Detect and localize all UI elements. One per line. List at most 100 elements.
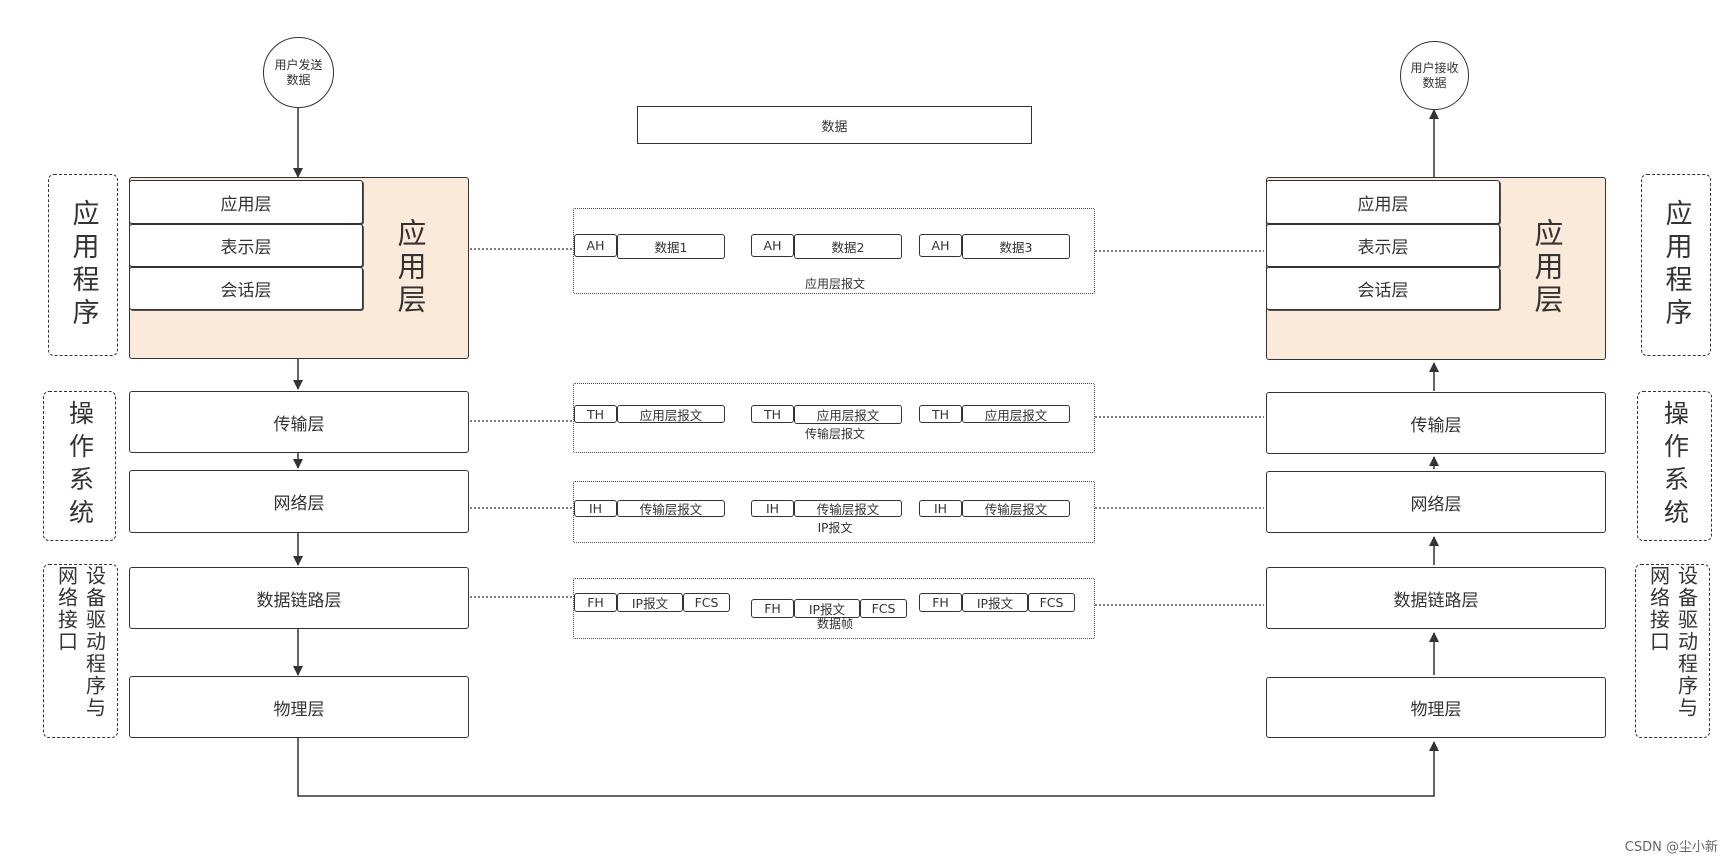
frame-header-2: FH xyxy=(751,599,794,618)
right-presentation-sublayer: 表示层 xyxy=(1266,224,1500,267)
app-data-2: 数据2 xyxy=(794,234,902,259)
app-header-2: AH xyxy=(751,234,794,257)
cell-text: TH xyxy=(763,406,782,422)
cell-text: IP报文 xyxy=(808,602,846,617)
receiver-circle: 用户接收数据 xyxy=(1400,41,1469,110)
cell-text: 数据3 xyxy=(999,240,1033,255)
transport-header-1: TH xyxy=(574,405,617,423)
right-sublayer-label: 应用层 xyxy=(1357,194,1409,215)
cell-text: IH xyxy=(933,501,948,516)
receiver-label: 用户接收数据 xyxy=(1410,60,1459,90)
left-presentation-sublayer: 表示层 xyxy=(129,224,363,267)
frame-fcs-1: FCS xyxy=(683,593,730,612)
frame-header-1: FH xyxy=(574,593,617,612)
cell-text: IP报文 xyxy=(631,596,669,611)
left-network-layer: 网络层 xyxy=(129,470,469,533)
left-datalink-layer: 数据链路层 xyxy=(129,567,469,629)
right-sublayer-label: 表示层 xyxy=(1357,238,1409,258)
cell-text: 数据2 xyxy=(831,240,865,255)
cell-text: 应用层报文 xyxy=(984,407,1048,423)
right-physical-layer: 物理层 xyxy=(1266,677,1606,738)
cell-text: FCS xyxy=(871,601,896,616)
right-datalink-label: 数据链路层 xyxy=(1393,590,1479,611)
side-label-text: 设备驱动程序与网络接口 xyxy=(54,565,107,719)
right-network-label: 网络层 xyxy=(1410,494,1462,515)
transport-header-2: TH xyxy=(751,405,794,423)
right-network-layer: 网络层 xyxy=(1266,471,1606,533)
cell-text: 传输层报文 xyxy=(639,502,703,517)
right-transport-label: 传输层 xyxy=(1410,415,1462,436)
cell-text: FH xyxy=(764,601,781,616)
frame-payload-3: IP报文 xyxy=(962,593,1028,612)
left-side-label-applications: 应用程序 xyxy=(48,174,118,356)
frame-payload-1: IP报文 xyxy=(617,593,683,612)
left-application-sublayer: 应用层 xyxy=(129,180,363,224)
transport-payload-1: 应用层报文 xyxy=(617,405,725,423)
cell-text: IP报文 xyxy=(976,596,1014,611)
right-transport-layer: 传输层 xyxy=(1266,392,1606,454)
left-session-sublayer: 会话层 xyxy=(129,267,363,310)
network-header-2: IH xyxy=(751,500,794,517)
side-label-text: 应用程序 xyxy=(67,199,99,331)
cell-text: FCS xyxy=(694,595,719,610)
data-box-label: 数据 xyxy=(821,119,848,135)
cell-text: FH xyxy=(587,595,604,610)
side-label-text: 操作系统 xyxy=(65,400,95,532)
cell-text: 应用层报文 xyxy=(816,408,880,423)
app-message-caption: 应用层报文 xyxy=(804,277,865,291)
transport-payload-2: 应用层报文 xyxy=(794,405,902,424)
cell-text: IH xyxy=(765,501,780,516)
cell-text: TH xyxy=(931,406,950,422)
left-physical-layer: 物理层 xyxy=(129,676,469,738)
side-label-text: 设备驱动程序与网络接口 xyxy=(1646,565,1699,719)
network-payload-2: 传输层报文 xyxy=(794,500,902,517)
transport-header-3: TH xyxy=(919,405,962,423)
cell-text: 数据1 xyxy=(654,240,688,255)
watermark-text: CSDN @尘小新 xyxy=(1624,840,1718,855)
physical-link-line xyxy=(297,738,1439,797)
right-side-label-applications: 应用程序 xyxy=(1641,174,1711,356)
cell-text: IH xyxy=(588,501,603,516)
cell-text: AH xyxy=(763,238,782,253)
network-payload-3: 传输层报文 xyxy=(962,500,1070,517)
side-label-text: 操作系统 xyxy=(1660,400,1690,532)
left-sublayer-label: 会话层 xyxy=(220,281,272,301)
transport-message-caption: 传输层报文 xyxy=(804,427,865,441)
cell-text: AH xyxy=(586,238,605,253)
side-label-text: 应用程序 xyxy=(1660,199,1692,331)
cell-text: AH xyxy=(931,238,950,253)
datalink-frame-caption: 数据帧 xyxy=(816,617,853,631)
data-box: 数据 xyxy=(637,106,1032,144)
right-application-sublayer: 应用层 xyxy=(1266,180,1500,224)
app-data-3: 数据3 xyxy=(962,234,1070,259)
cell-text: FCS xyxy=(1039,595,1064,610)
left-network-label: 网络层 xyxy=(273,494,325,514)
network-payload-1: 传输层报文 xyxy=(617,500,725,517)
cell-text: 应用层报文 xyxy=(639,407,703,423)
cell-text: TH xyxy=(586,406,605,422)
left-side-label-os: 操作系统 xyxy=(43,391,116,541)
right-physical-label: 物理层 xyxy=(1410,700,1462,720)
cell-text: FH xyxy=(932,595,949,610)
left-transport-label: 传输层 xyxy=(273,414,325,435)
frame-payload-2: IP报文 xyxy=(794,599,860,618)
right-session-sublayer: 会话层 xyxy=(1266,267,1500,310)
frame-fcs-2: FCS xyxy=(860,599,907,618)
app-header-1: AH xyxy=(574,234,617,257)
transport-payload-3: 应用层报文 xyxy=(962,405,1070,423)
left-sublayer-label: 表示层 xyxy=(220,238,272,258)
network-header-3: IH xyxy=(919,500,962,517)
right-application-big-label: 应用层 xyxy=(1512,200,1582,335)
left-sublayer-label: 应用层 xyxy=(220,194,272,215)
app-header-3: AH xyxy=(919,234,962,257)
app-data-1: 数据1 xyxy=(617,234,725,259)
left-datalink-label: 数据链路层 xyxy=(256,590,342,611)
sender-circle: 用户发送数据 xyxy=(263,37,334,108)
cell-text: 传输层报文 xyxy=(984,502,1048,517)
right-side-label-drivers: 设备驱动程序与网络接口 xyxy=(1635,564,1710,738)
left-transport-layer: 传输层 xyxy=(129,391,469,453)
network-message-caption: IP报文 xyxy=(817,521,853,535)
cell-text: 传输层报文 xyxy=(816,502,880,517)
right-sublayer-label: 会话层 xyxy=(1357,281,1409,301)
